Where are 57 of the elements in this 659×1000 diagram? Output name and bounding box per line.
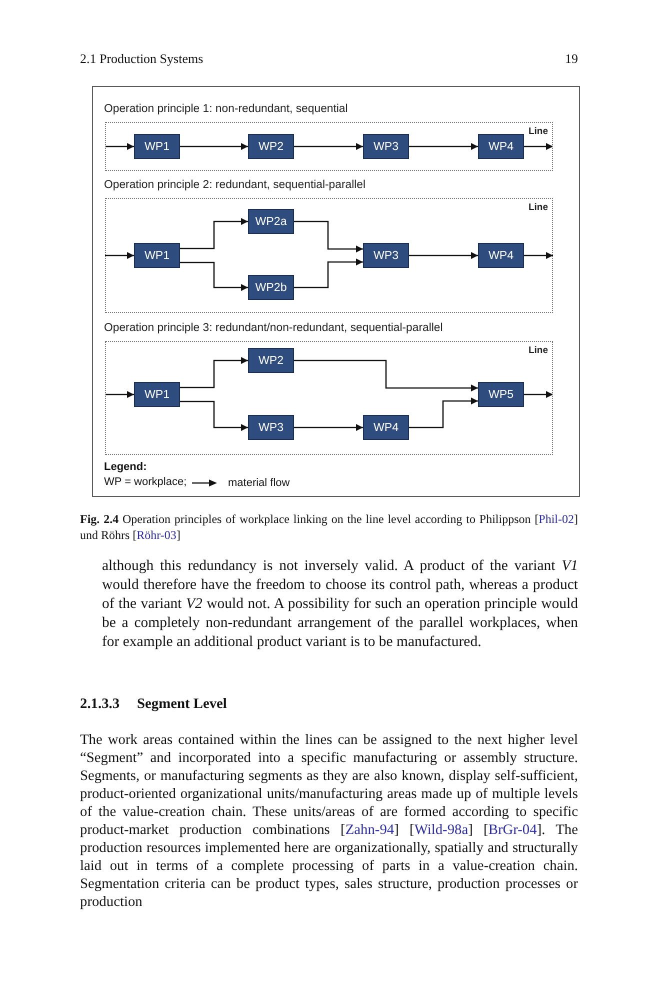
flow-arrow: [524, 391, 553, 398]
body-paragraph: The work areas contained within the lines can be assigned to the next higher level “Segment” and incorporated into a specific manufacturing or assembly structure. Segments, or manufacturing segments as they are also known, display self-sufficient, product-oriented organizational units/manufacturing areas made up of multiple levels of the value-creation chain. These units/areas of are formed according to specific product-market production combinations [Zahn-94] [Wild-98a] [BrGr-04]. The production resources implemented here are organizationally, spatially and structurally laid out in terms of a complete processing of parts in a value-creation chain. Segmentation criteria can be product types, sales structure, production processes or production: [80, 731, 578, 911]
line-label: Line: [528, 202, 548, 213]
flow-arrow: [105, 391, 134, 398]
workplace-box: WP2: [248, 134, 294, 159]
page-number: 19: [564, 51, 578, 68]
running-header: 2.1 Production Systems: [80, 51, 204, 68]
workplace-box: WP2a: [248, 209, 294, 234]
band-heading: Operation principle 2: redundant, sequential-parallel: [104, 178, 366, 192]
flow-arrow: [294, 424, 363, 431]
workplace-box: WP4: [478, 243, 524, 268]
flow-arrow: [105, 252, 134, 259]
citation-link: Wild-98a: [414, 822, 468, 838]
workplace-box: WP4: [478, 134, 524, 159]
workplace-box: WP3: [363, 243, 409, 268]
flow-arrow: [294, 258, 363, 288]
legend-text: WP = workplace;: [104, 476, 187, 490]
workplace-box: WP5: [478, 382, 524, 407]
flow-arrow: [294, 360, 478, 392]
legend-heading: Legend:: [104, 461, 147, 475]
workplace-box: WP1: [134, 243, 180, 268]
workplace-box: WP3: [363, 134, 409, 159]
flow-arrow: [524, 252, 553, 259]
flow-arrow: [294, 220, 363, 252]
line-band: [105, 177, 553, 313]
workplace-box: WP1: [134, 134, 180, 159]
section-heading: Segment Level: [137, 695, 227, 713]
citation-link: Röhr-03: [136, 528, 176, 542]
flow-arrow: [180, 400, 248, 431]
flow-arrow: [180, 143, 248, 150]
flow-arrow: [409, 143, 478, 150]
citation-link: Phil-02: [538, 512, 574, 526]
workplace-box: WP3: [248, 415, 294, 440]
line-band: [105, 101, 553, 171]
figure-caption: Fig. 2.4 Operation principles of workplace linking on the line level according to Philippson [Phil-02] und Röhrs [Röhr-03]: [80, 511, 578, 543]
workplace-box: WP4: [363, 415, 409, 440]
line-label: Line: [528, 345, 548, 356]
section-number: 2.1.3.3: [80, 695, 120, 713]
flow-arrow: [409, 398, 478, 428]
line-label: Line: [528, 126, 548, 137]
band-heading: Operation principle 3: redundant/non-redundant, sequential-parallel: [104, 321, 443, 335]
body-paragraph: although this redundancy is not inversely valid. A product of the variant V1 would therefore have the freedom to choose its control path, whereas a product of the variant V2 would not. A possibility for such an operation principle would be a completely non-redundant arrangement of the parallel workplaces, when for example an additional product variant is to be manufactured.: [102, 557, 578, 652]
flow-arrow: [409, 252, 478, 259]
flow-arrow: [294, 143, 363, 150]
flow-arrow: [180, 357, 248, 388]
workplace-box: WP2b: [248, 275, 294, 300]
workplace-box: WP1: [134, 382, 180, 407]
flow-arrow: [105, 143, 134, 150]
citation-link: Zahn-94: [345, 822, 394, 838]
flow-arrow: [180, 262, 248, 291]
flow-arrow: [524, 143, 553, 150]
band-heading: Operation principle 1: non-redundant, sequential: [104, 102, 348, 116]
flow-arrow: [180, 218, 248, 250]
line-band: [105, 320, 553, 455]
legend-text: material flow: [228, 476, 290, 490]
citation-link: BrGr-04: [488, 822, 537, 838]
workplace-box: WP2: [248, 348, 294, 373]
